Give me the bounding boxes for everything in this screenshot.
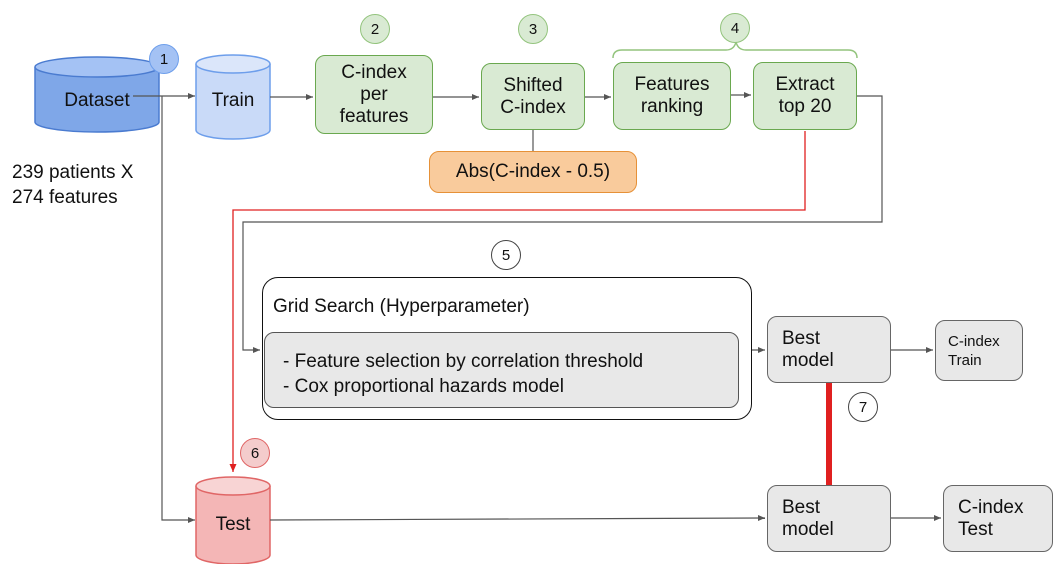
step-6-badge: 6 bbox=[240, 438, 270, 468]
cindex-test-box: C-index Test bbox=[943, 485, 1053, 552]
red-connector-to-test bbox=[229, 131, 806, 472]
abs-formula-box: Abs(C-index - 0.5) bbox=[429, 151, 637, 193]
test-label: Test bbox=[215, 514, 251, 535]
step-4-badge: 4 bbox=[720, 13, 750, 43]
cindex-per-features-box: C-index per features bbox=[315, 55, 433, 134]
step-1-badge: 1 bbox=[149, 44, 179, 74]
grid-item-feature-selection: - Feature selection by correlation thres… bbox=[283, 351, 644, 372]
train-cylinder bbox=[195, 54, 271, 140]
dataset-label: Dataset bbox=[64, 90, 130, 111]
cindex-train-box: C-index Train bbox=[935, 320, 1023, 381]
features-ranking-box: Features ranking bbox=[613, 62, 731, 130]
dataset-stats: 239 patients X 274 features bbox=[12, 162, 134, 208]
gray-connectors bbox=[133, 92, 941, 523]
grid-search-title: Grid Search (Hyperparameter) bbox=[273, 296, 530, 317]
step-5-badge: 5 bbox=[491, 240, 521, 270]
extract-top20-box: Extract top 20 bbox=[753, 62, 857, 130]
grid-item-cox-model: - Cox proportional hazards model bbox=[283, 376, 564, 397]
group-brace bbox=[612, 41, 858, 59]
grid-search-container: Grid Search (Hyperparameter) - Feature s… bbox=[262, 277, 752, 420]
shifted-cindex-box: Shifted C-index bbox=[481, 63, 585, 130]
dataset-cylinder bbox=[34, 56, 160, 133]
grid-search-steps-box: - Feature selection by correlation thres… bbox=[264, 332, 739, 408]
best-model-test-box: Best model bbox=[767, 485, 891, 552]
best-model-train-box: Best model bbox=[767, 316, 891, 383]
step-7-badge: 7 bbox=[848, 392, 878, 422]
step-2-badge: 2 bbox=[360, 14, 390, 44]
train-label: Train bbox=[211, 90, 255, 111]
step-3-badge: 3 bbox=[518, 14, 548, 44]
